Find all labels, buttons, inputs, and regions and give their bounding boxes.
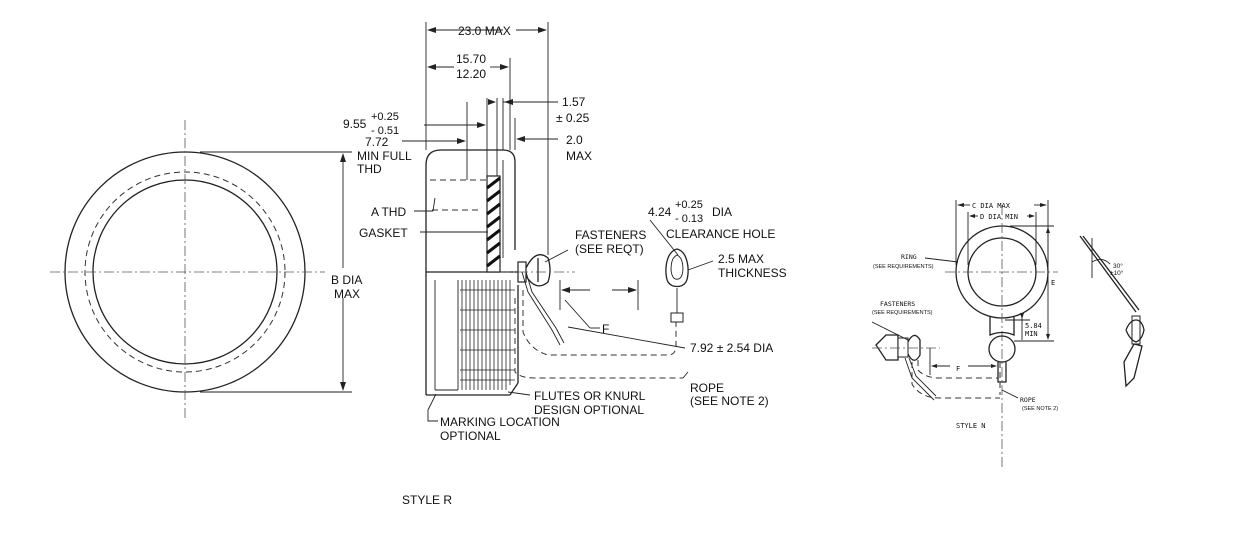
ring-req-label: (SEE REQUIREMENTS) (873, 264, 934, 270)
style-n-caption: STYLE N (956, 422, 986, 430)
thd-label: THD (357, 162, 382, 176)
thickness-label: THICKNESS (718, 266, 787, 280)
max-2-dimension: 2.0 MAX (514, 118, 592, 163)
max-2-value: 2.0 (566, 133, 583, 147)
f-dimension: F (559, 280, 639, 336)
fastener (500, 254, 575, 287)
thickness-max-label: 2.5 MAX (718, 252, 764, 266)
fasteners-callout: FASTENERS (SEE REQT) (544, 228, 646, 263)
thread-length-dimension: 9.55 +0.25 - 0.51 (343, 98, 488, 180)
thickness-callout: 2.5 MAX THICKNESS (687, 252, 787, 280)
angle-tol: ±10° (1110, 269, 1124, 277)
style-n-f-dimension: F (929, 348, 997, 375)
a-thd-callout: A THD (371, 197, 436, 219)
width-lower-label: 12.20 (456, 67, 486, 81)
style-n-rope-callout: ROPE (SEE NOTE 2) (1001, 389, 1058, 412)
hole-callout: 4.24 +0.25 - 0.13 DIA CLEARANCE HOLE (648, 199, 775, 256)
hole-dia-label: DIA (712, 205, 732, 219)
width-15-12-dimension: 15.70 12.20 (427, 52, 511, 150)
b-dia-max-label: MAX (334, 287, 360, 301)
knurl-flutes (460, 280, 515, 390)
thread-length-tol-plus: +0.25 (371, 111, 399, 123)
overall-width-label: 23.0 MAX (458, 24, 511, 38)
rope-note-label: (SEE NOTE 2) (690, 394, 769, 408)
min-value: 5.84 (1025, 322, 1042, 330)
style-r-caption: STYLE R (402, 493, 452, 507)
style-n-view (945, 205, 1058, 470)
style-n-fasteners-req-label: (SEE REQUIREMENTS) (872, 310, 933, 316)
marking-optional-label: OPTIONAL (440, 429, 501, 443)
clearance-hole-label: CLEARANCE HOLE (666, 227, 775, 241)
style-n-side-view: 30° ±10° (1079, 235, 1145, 388)
style-n-fastener: FASTENERS (SEE REQUIREMENTS) (871, 300, 1000, 401)
b-dia-dimension: B DIA MAX (200, 151, 362, 393)
d-dia-dimension: D DIA MIN (967, 212, 1037, 265)
rope-dia-callout: 7.92 ± 2.54 DIA (567, 326, 773, 355)
hole-value: 4.24 (648, 205, 672, 219)
fasteners-label: FASTENERS (575, 228, 646, 242)
e-label: E (1051, 279, 1055, 287)
hole-tol-plus: +0.25 (675, 199, 703, 211)
min-full-thd-value: 7.72 (365, 135, 389, 149)
rope-label: ROPE (690, 381, 724, 395)
fasteners-reqt-label: (SEE REQT) (575, 242, 644, 256)
min-full-thd-label: MIN FULL (357, 149, 412, 163)
style-n-f-label: F (956, 365, 960, 373)
min-dimension: 5.84 MIN (1005, 313, 1042, 340)
rope-callout: ROPE (SEE NOTE 2) (690, 381, 769, 408)
style-r-side-view (425, 149, 519, 396)
max-2-label: MAX (566, 149, 592, 163)
ring-callout: RING (SEE REQUIREMENTS) (873, 253, 959, 270)
style-n-rope-label: ROPE (1020, 396, 1036, 404)
ring-label: RING (901, 253, 917, 261)
width-upper-label: 15.70 (456, 52, 486, 66)
f-label: F (602, 322, 609, 336)
flutes-callout: FLUTES OR KNURL DESIGN OPTIONAL (507, 389, 646, 417)
e-dimension: E (1010, 225, 1055, 342)
min-full-thread-dimension: 7.72 MIN FULL THD (357, 135, 466, 176)
angle-value: 30° (1113, 262, 1123, 270)
overall-width-dimension: 23.0 MAX (425, 22, 549, 255)
thread-length-tol-minus: - 0.51 (371, 125, 399, 137)
gasket-label: GASKET (359, 226, 408, 240)
hole-tol-minus: - 0.13 (675, 213, 703, 225)
flange-tol: ± 0.25 (556, 111, 590, 125)
style-r-front-view (50, 120, 325, 420)
marking-callout: MARKING LOCATION OPTIONAL (427, 393, 560, 443)
rope-ring (665, 248, 689, 323)
rope-dia-label: 7.92 ± 2.54 DIA (690, 341, 773, 355)
c-dia-label: C DIA MAX (972, 202, 1011, 210)
style-n-fasteners-label: FASTENERS (880, 300, 915, 308)
flange-value: 1.57 (562, 95, 586, 109)
flange-thickness-dimension: 1.57 ± 0.25 (488, 95, 590, 176)
min-label: MIN (1025, 330, 1038, 338)
gasket-callout: GASKET (359, 226, 488, 240)
marking-location-label: MARKING LOCATION (440, 415, 560, 429)
style-n-rope-note-label: (SEE NOTE 2) (1022, 406, 1058, 412)
d-dia-label: D DIA MIN (980, 213, 1018, 221)
b-dia-label: B DIA (331, 273, 362, 287)
thread-length-value: 9.55 (343, 117, 367, 131)
flutes-label: FLUTES OR KNURL (534, 389, 646, 403)
gasket (486, 175, 501, 273)
design-optional-label: DESIGN OPTIONAL (534, 403, 644, 417)
rope (514, 271, 689, 379)
a-thd-label: A THD (371, 205, 406, 219)
